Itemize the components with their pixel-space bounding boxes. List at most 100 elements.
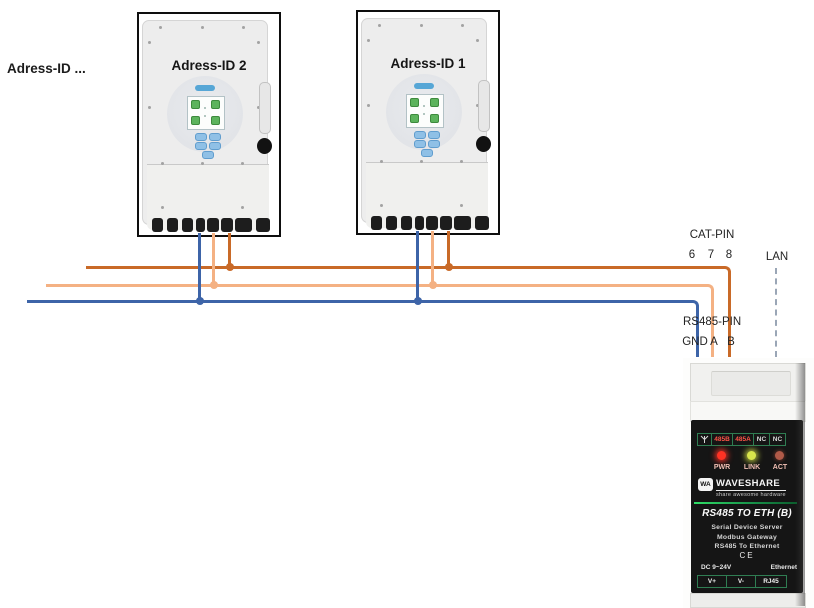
inverter-lcd-screen	[187, 96, 225, 130]
screw	[257, 106, 260, 109]
terminal-strip: 485B 485A NC NC	[697, 433, 786, 446]
terminal-485b: 485B	[711, 433, 733, 446]
terminal-nc: NC	[753, 433, 770, 446]
connector-plug	[371, 216, 382, 230]
screw	[380, 160, 383, 163]
inverter-button	[202, 151, 214, 159]
screw	[148, 41, 151, 44]
rs485-gnd-bus-wire	[27, 300, 699, 357]
junction-dot	[414, 297, 422, 305]
ce-mark: CE	[739, 551, 755, 560]
screw	[476, 104, 479, 107]
waveshare-logo: WA WAVESHARE share awesome hardware	[698, 478, 786, 498]
link-led	[747, 451, 756, 460]
product-descriptions: Serial Device Server Modbus Gateway RS48…	[691, 523, 803, 552]
rs485-b-bus-wire	[86, 266, 731, 357]
junction-dot	[445, 263, 453, 271]
product-name: RS485 TO ETH (B)	[702, 508, 792, 519]
lan-label: LAN	[765, 251, 789, 263]
screw	[380, 204, 383, 207]
lcd-dot	[423, 113, 425, 115]
lcd-dot	[204, 115, 206, 117]
inverter2-gnd-wire	[198, 233, 201, 302]
inverter-lcd-screen	[406, 94, 444, 128]
inverter-button	[428, 131, 440, 139]
inverter-handle	[259, 82, 271, 134]
connector-plug	[196, 218, 205, 232]
junction-dot	[226, 263, 234, 271]
address-id-more-label: Adress-ID ...	[7, 61, 86, 76]
connector-plug	[454, 216, 471, 230]
rs485-pin-a: A	[710, 336, 718, 348]
inverter1-gnd-wire	[416, 231, 419, 302]
rs485-a-bus-wire	[46, 284, 714, 357]
inverter-2: Adress-ID 2	[137, 12, 281, 237]
link-led-label: LINK	[743, 464, 761, 471]
gateway-photo: 485B 485A NC NC PWR LINK ACT WA WAVESHAR…	[683, 358, 814, 608]
inverter-switch-knob	[476, 136, 491, 152]
screw	[367, 104, 370, 107]
inverter-switch-knob	[257, 138, 272, 154]
rs485-pin-title: RS485-PIN	[683, 316, 742, 328]
lcd-dot	[204, 107, 206, 109]
inverter-button	[195, 142, 207, 150]
cat-pin-6: 6	[688, 249, 696, 261]
ground-icon	[697, 433, 712, 446]
inverter2-b-wire	[228, 233, 231, 268]
screw	[159, 26, 162, 29]
din-rail-recess	[711, 371, 791, 396]
power-label: DC 9~24V	[701, 564, 732, 571]
inverter-2-label: Adress-ID 2	[171, 58, 247, 73]
screw	[148, 106, 151, 109]
screw	[201, 162, 204, 165]
connector-plug	[386, 216, 397, 230]
inverter1-a-wire	[431, 231, 434, 286]
screw	[378, 24, 381, 27]
screw	[461, 24, 464, 27]
inverter-button	[428, 140, 440, 148]
rs485-gateway-device: 485B 485A NC NC PWR LINK ACT WA WAVESHAR…	[691, 420, 803, 593]
connector-plug	[475, 216, 489, 230]
junction-dot	[210, 281, 218, 289]
lcd-icon	[191, 100, 200, 109]
inverter-logo	[414, 83, 434, 89]
rs485-pin-b: B	[727, 336, 735, 348]
act-led	[775, 451, 784, 460]
terminal-nc: NC	[769, 433, 786, 446]
cat-pin-title: CAT-PIN	[689, 229, 735, 241]
description-line: RS485 To Ethernet	[714, 543, 780, 551]
connector-plug	[182, 218, 193, 232]
screw	[460, 204, 463, 207]
waveshare-logo-icon: WA	[698, 478, 713, 491]
device-bottom-housing	[690, 593, 806, 608]
terminal-block-side	[690, 401, 806, 422]
inverter-button	[195, 133, 207, 141]
screw	[460, 160, 463, 163]
lan-dashed-wire	[775, 268, 777, 357]
connector-plug	[415, 216, 424, 230]
din-rail-clip	[690, 363, 806, 403]
cat-pin-7: 7	[707, 249, 715, 261]
lcd-icon	[410, 98, 419, 107]
connector-plug	[207, 218, 219, 232]
description-line: Modbus Gateway	[716, 533, 778, 541]
inverter-button	[414, 140, 426, 148]
screw	[241, 206, 244, 209]
connector-plug	[401, 216, 412, 230]
connector-plug	[426, 216, 438, 230]
cat-pin-8: 8	[725, 249, 733, 261]
description-line: Serial Device Server	[711, 524, 783, 531]
pwr-led	[717, 451, 726, 460]
act-led-label: ACT	[772, 464, 788, 471]
lcd-icon	[211, 116, 220, 125]
inverter-1-label: Adress-ID 1	[390, 56, 466, 71]
screw	[241, 162, 244, 165]
terminal-485a: 485A	[732, 433, 754, 446]
connector-plug	[152, 218, 163, 232]
brand-tagline: share awesome hardware	[716, 492, 786, 498]
brand-name: WAVESHARE	[716, 478, 786, 491]
connector-plug	[256, 218, 270, 232]
connector-plug	[235, 218, 252, 232]
inverter-button	[209, 142, 221, 150]
connector-plug	[167, 218, 178, 232]
